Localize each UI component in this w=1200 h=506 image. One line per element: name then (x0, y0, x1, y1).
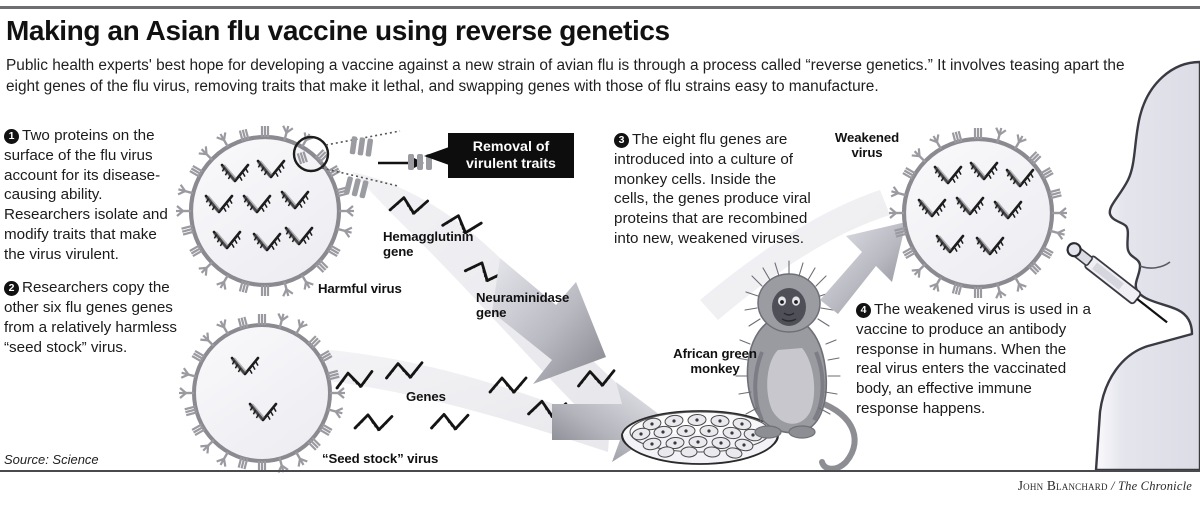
step-2-number: 2 (4, 281, 19, 297)
seed-stock-gene-strands (334, 361, 616, 434)
label-neuraminidase-gene: Neuraminidase gene (476, 290, 570, 321)
arrow-to-culture-upper (492, 258, 606, 384)
callout-tail (424, 147, 449, 165)
step-1-number: 1 (4, 129, 19, 144)
label-genes: Genes (406, 389, 446, 404)
credit-line: John Blanchard / The Chronicle (1018, 478, 1192, 494)
virulent-trait-removal-graphic (343, 136, 432, 199)
petri-dish-graphic (621, 410, 779, 465)
source-line: Source: Science (4, 452, 99, 467)
page-title: Making an Asian flu vaccine using revers… (6, 15, 670, 46)
label-hemagglutinin-gene: Hemagglutinin gene (383, 229, 474, 260)
step-2-text: Researchers copy the other six flu genes… (4, 279, 178, 356)
label-weakened-virus: Weakened virus (834, 130, 900, 161)
step-4-number: 4 (856, 303, 871, 318)
callout-line-2: virulent traits (466, 155, 556, 172)
bottom-rule (0, 470, 1200, 472)
label-seed-stock-virus: “Seed stock” virus (322, 451, 439, 466)
credit-author: John Blanchard (1017, 478, 1108, 493)
deck-paragraph: Public health experts' best hope for dev… (6, 57, 1125, 95)
label-african-green-monkey: African green monkey (673, 346, 757, 377)
top-rule (0, 6, 1200, 9)
removal-callout: Removal of virulent traits (448, 133, 574, 178)
harmful-virus-graphic (174, 123, 401, 299)
credit-separator: / (1107, 479, 1118, 493)
step-4-text: The weakened virus is used in a vaccine … (856, 301, 1091, 417)
callout-line-1: Removal of (472, 138, 550, 155)
seed-stock-virus-graphic (177, 311, 347, 475)
weakened-virus-graphic (887, 125, 1069, 301)
arrow-to-culture-lower (552, 382, 672, 462)
step-1-text: Two proteins on the surface of the flu v… (4, 127, 168, 263)
step-3-number: 3 (614, 133, 629, 148)
step-3-text: The eight flu genes are introduced into … (614, 131, 811, 247)
label-harmful-virus: Harmful virus (318, 281, 402, 296)
credit-publication: The Chronicle (1117, 479, 1192, 493)
